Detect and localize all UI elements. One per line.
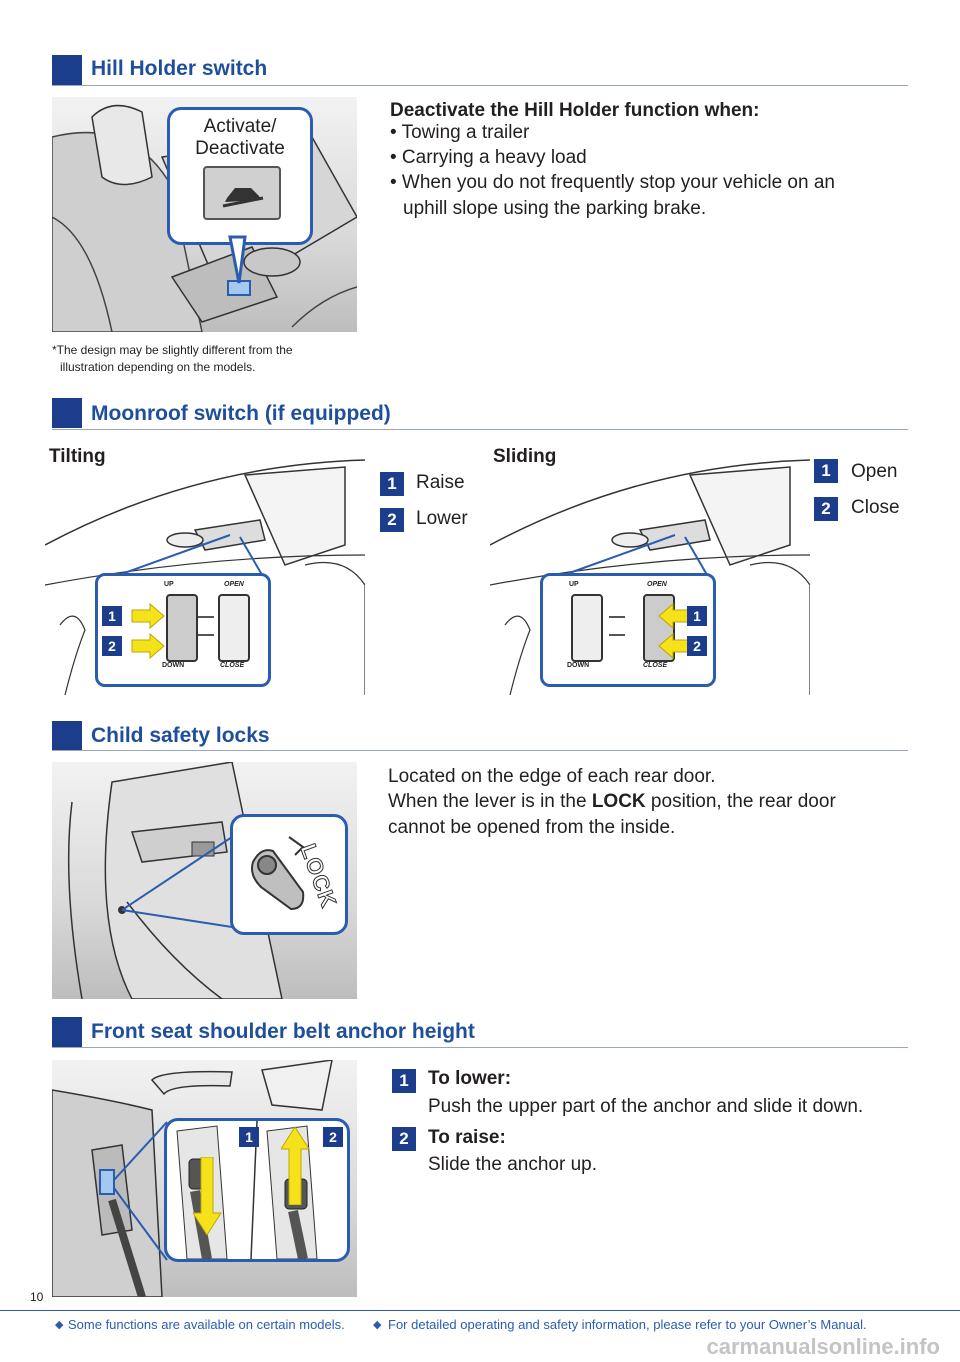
- section-divider: [52, 1047, 908, 1048]
- illus-number-badge: 2: [687, 636, 707, 656]
- switch-open-text: OPEN: [647, 581, 667, 588]
- illus-number-badge: 2: [323, 1127, 343, 1147]
- tilting-switch-callout: UP OPEN DOWN CLOSE 1 2: [95, 573, 271, 687]
- number-badge: 2: [380, 508, 404, 532]
- hill-holder-button-icon: [203, 166, 281, 220]
- to-lower-text: Push the upper part of the anchor and sl…: [428, 1096, 864, 1117]
- switch-up-text: UP: [164, 581, 174, 588]
- footer-text-1: Some functions are available on certain …: [68, 1317, 345, 1332]
- tilting-lower-label: Lower: [416, 508, 468, 529]
- number-badge: 1: [392, 1069, 416, 1093]
- slide-switch: [218, 594, 250, 662]
- child-lock-text: When the lever is in the: [388, 791, 592, 812]
- switch-close-text: CLOSE: [220, 662, 245, 669]
- section-marker: [52, 721, 82, 751]
- child-lock-line-1: Located on the edge of each rear door.: [388, 766, 716, 787]
- number-badge: 2: [392, 1127, 416, 1151]
- belt-anchor-illustration: 1 2: [52, 1060, 357, 1297]
- callout-label-line-1: Activate/: [203, 116, 277, 137]
- callout-pointer: [228, 235, 247, 284]
- section-marker: [52, 55, 82, 85]
- illus-number-badge: 1: [102, 606, 122, 626]
- page-number: 10: [30, 1290, 44, 1304]
- to-raise-heading: To raise:: [428, 1127, 506, 1148]
- illus-number-badge: 1: [239, 1127, 259, 1147]
- hill-holder-illustration: Activate/ Deactivate: [52, 97, 357, 332]
- switch-down-text: DOWN: [162, 662, 185, 669]
- tilting-illustration: UP OPEN DOWN CLOSE 1 2: [44, 455, 366, 696]
- arrow-icon: [131, 602, 165, 660]
- tilting-raise-label: Raise: [416, 472, 465, 493]
- lock-keyword: LOCK: [591, 791, 646, 812]
- illus-number-badge: 1: [687, 606, 707, 626]
- section-divider: [52, 85, 908, 86]
- section-divider: [52, 750, 908, 751]
- section-title-moonroof: Moonroof switch (if equipped): [91, 402, 391, 425]
- tilting-label: Tilting: [49, 446, 106, 467]
- child-lock-text: position, the rear door: [645, 791, 836, 812]
- tilt-switch: [571, 594, 603, 662]
- arrow-down-icon: [193, 1157, 222, 1236]
- tilt-switch: [166, 594, 198, 662]
- section-title-child-locks: Child safety locks: [91, 724, 270, 747]
- switch-grille: [609, 616, 625, 636]
- diamond-icon: ◆: [373, 1319, 382, 1331]
- belt-anchor-callout: 1 2: [164, 1118, 350, 1262]
- footer: ◆ Some functions are available on certai…: [0, 1310, 960, 1339]
- switch-open-text: OPEN: [224, 581, 244, 588]
- lock-lever-icon: [251, 836, 305, 911]
- section-marker: [52, 1017, 82, 1047]
- sliding-close-label: Close: [851, 497, 900, 518]
- child-lock-illustration: LOCK: [52, 762, 357, 999]
- design-note-line-1: *The design may be slightly different fr…: [52, 343, 293, 357]
- footer-text-2: For detailed operating and safety inform…: [388, 1317, 867, 1332]
- section-divider: [52, 429, 908, 430]
- switch-up-text: UP: [569, 581, 579, 588]
- section-marker: [52, 398, 82, 428]
- hill-holder-bullet: uphill slope using the parking brake.: [403, 198, 707, 219]
- number-badge: 1: [380, 472, 404, 496]
- number-badge: 1: [814, 459, 838, 483]
- child-lock-line-3: cannot be opened from the inside.: [388, 817, 676, 838]
- sliding-illustration: UP OPEN DOWN CLOSE 1 2: [489, 455, 811, 696]
- switch-close-text: CLOSE: [643, 662, 668, 669]
- hill-holder-bullet: • Towing a trailer: [390, 122, 530, 143]
- sliding-open-label: Open: [851, 461, 898, 482]
- section-title-belt-anchor: Front seat shoulder belt anchor height: [91, 1020, 475, 1043]
- design-note-line-2: illustration depending on the models.: [60, 360, 256, 374]
- watermark: carmanualsonline.info: [706, 1334, 941, 1359]
- activate-callout: Activate/ Deactivate: [167, 107, 313, 245]
- switch-grille: [198, 616, 214, 636]
- sliding-label: Sliding: [493, 446, 557, 467]
- section-title-hill-holder: Hill Holder switch: [91, 57, 268, 80]
- callout-label-line-2: Deactivate: [195, 138, 285, 159]
- switch-down-text: DOWN: [567, 662, 590, 669]
- hill-holder-bullet: • Carrying a heavy load: [390, 147, 587, 168]
- hill-holder-heading: Deactivate the Hill Holder function when…: [390, 100, 760, 121]
- to-lower-heading: To lower:: [428, 1068, 512, 1089]
- arrow-up-icon: [281, 1126, 310, 1205]
- diamond-icon: ◆: [55, 1319, 64, 1331]
- arrow-icon: [658, 602, 692, 660]
- lock-lever-callout: LOCK: [230, 814, 348, 935]
- to-raise-text: Slide the anchor up.: [428, 1154, 598, 1175]
- hill-holder-bullet: • When you do not frequently stop your v…: [390, 172, 835, 193]
- illus-number-badge: 2: [102, 636, 122, 656]
- sliding-switch-callout: UP OPEN DOWN CLOSE 1 2: [540, 573, 716, 687]
- child-lock-line-2: When the lever is in the LOCK position, …: [388, 789, 836, 814]
- number-badge: 2: [814, 497, 838, 521]
